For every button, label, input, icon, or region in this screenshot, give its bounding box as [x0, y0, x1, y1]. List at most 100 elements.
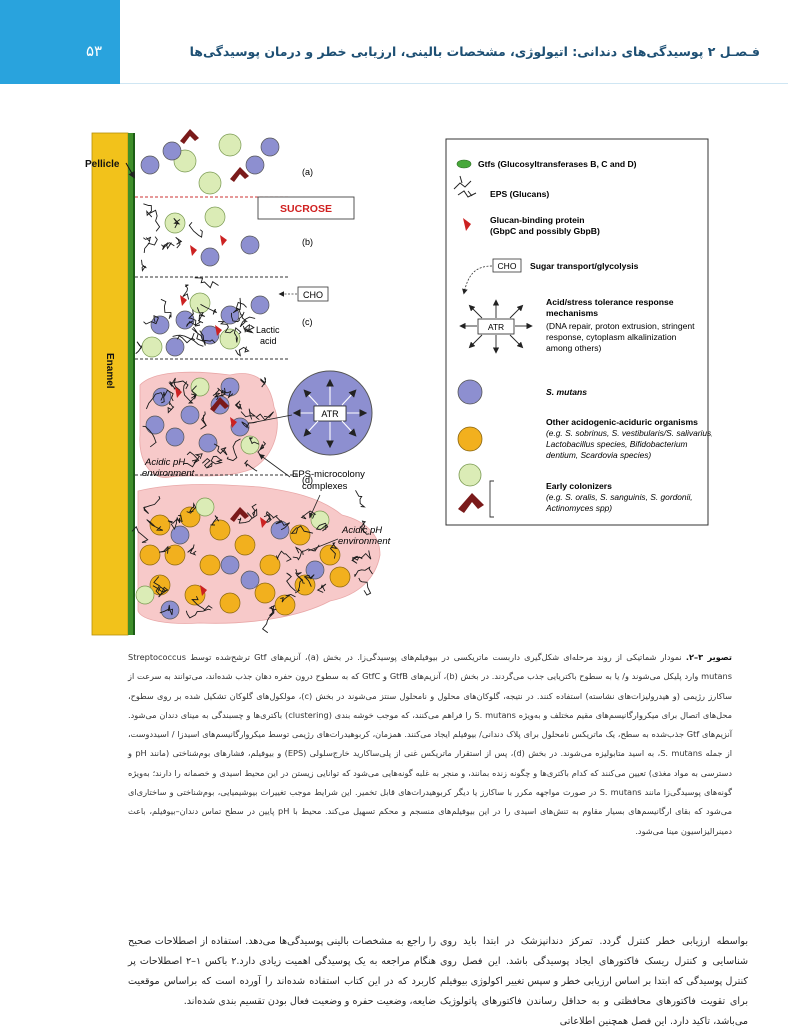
glucan-strand — [232, 307, 248, 323]
glucan-strand — [131, 525, 149, 543]
glucan-strand — [188, 221, 203, 238]
glucan-strand — [329, 542, 338, 559]
early-colonizer-cell — [310, 510, 330, 530]
svg-text:Lactobacillus species, Bifidob: Lactobacillus species, Bifidobacterium — [546, 439, 688, 449]
glucan-binding-protein-mark — [200, 585, 207, 596]
glucan-strand — [142, 496, 161, 514]
page-tab — [0, 0, 120, 84]
glucan-strand — [145, 392, 165, 410]
glucan-strand — [196, 307, 206, 321]
biofilm-figure: Pellicle Enamel (a) (b) (c) (d) SUCROSE … — [85, 129, 712, 636]
s-mutans-cell — [150, 315, 170, 335]
s-mutans-cell — [162, 141, 182, 161]
s-mutans-cell — [240, 235, 260, 255]
glucan-strand — [190, 385, 197, 400]
glucan-strand — [175, 236, 183, 249]
caption-text: نمودار شماتیکی از روند مرحله‌ای شکل‌گیری… — [128, 652, 733, 836]
glucan-strand — [143, 236, 152, 243]
glucan-strand — [215, 387, 226, 401]
other-acidogenic-cell — [289, 524, 311, 546]
glucan-strand — [354, 566, 373, 577]
other-acidogenic-cell — [319, 544, 341, 566]
glucan-strand — [186, 320, 204, 327]
glucan-strand — [159, 604, 174, 616]
stage-b-label: (b) — [302, 237, 313, 247]
glucan-strand — [173, 217, 181, 229]
glucan-strand — [152, 585, 169, 598]
glucan-strand — [226, 438, 241, 462]
glucan-strand — [235, 297, 247, 311]
glucan-strand — [186, 502, 197, 514]
glucan-strand — [159, 545, 171, 554]
svg-text:Gtfs (Glucosyltransferases B,: Gtfs (Glucosyltransferases B, C and D) — [478, 159, 637, 169]
glucan-strand — [170, 380, 189, 390]
acidic-region-1 — [139, 371, 278, 478]
glucan-strand — [202, 458, 213, 469]
glucan-strand — [260, 377, 267, 388]
enamel-label: Enamel — [104, 353, 115, 389]
cho-label: CHO — [303, 290, 323, 300]
glucan-binding-protein-mark — [175, 387, 182, 398]
other-acidogenic-cell — [254, 582, 276, 604]
glucan-strand — [295, 569, 305, 584]
s-mutans-icon — [457, 379, 483, 405]
glucan-strand — [210, 455, 224, 465]
glucan-strand — [213, 443, 228, 456]
s-mutans-cell — [180, 405, 200, 425]
glucan-strand — [161, 241, 172, 250]
glucan-strand — [286, 572, 297, 592]
svg-text:among others): among others) — [546, 343, 602, 353]
glucan-strand — [301, 544, 320, 556]
glucan-strand — [143, 314, 159, 325]
glucan-strand — [141, 259, 147, 272]
atr-icon — [459, 299, 533, 354]
other-acidogenic-cell — [259, 554, 281, 576]
actinomyces-mark — [230, 167, 249, 182]
early-colonizer-cell — [218, 133, 242, 157]
glucan-strand — [176, 334, 204, 347]
glucan-strand — [242, 323, 251, 333]
glucan-strand — [199, 330, 216, 346]
actinomyces-mark — [210, 397, 229, 412]
early-colonizer-cell — [240, 435, 260, 455]
svg-text:S. mutans: S. mutans — [546, 387, 587, 397]
glucan-strand — [167, 514, 183, 524]
glucan-strand — [352, 550, 372, 560]
cho-box — [297, 286, 329, 302]
glucan-strand — [167, 401, 175, 414]
body-text-right-column: بواسطه ارزیابی خطر کنترل گردد. تمرکز دند… — [440, 936, 748, 1027]
svg-text:Sugar transport/glycolysis: Sugar transport/glycolysis — [530, 261, 639, 271]
other-acidogenic-cell — [329, 566, 351, 588]
glucan-strand — [212, 387, 226, 398]
glucan-strand — [359, 520, 370, 535]
pellicle-layer — [128, 133, 133, 635]
early-colonizer-cell — [204, 206, 226, 228]
early-colonizer-icon — [458, 463, 482, 487]
glucan-strand — [162, 242, 175, 250]
glucan-binding-protein-mark — [220, 235, 227, 246]
eps-glucan-icon — [453, 175, 477, 198]
glucan-strand — [234, 400, 243, 410]
page-number: ۵۳ — [86, 42, 103, 60]
s-mutans-cell — [220, 555, 240, 575]
enamel-layer — [91, 132, 129, 636]
other-acidogenic-cell — [139, 544, 161, 566]
svg-text:Other acidogenic-aciduric orga: Other acidogenic-aciduric organisms — [546, 417, 698, 427]
atr-label: ATR — [321, 409, 339, 419]
stage-c-label: (c) — [302, 317, 313, 327]
other-acidogenic-cell — [294, 574, 316, 596]
glucan-strand — [153, 576, 167, 596]
glucan-strand — [261, 610, 275, 634]
glucan-strand — [300, 510, 317, 520]
other-acidogenic-cell — [234, 534, 256, 556]
glucan-strand — [241, 421, 257, 429]
glucan-strand — [235, 346, 250, 357]
legend-box: Gtfs (Glucosyltransferases B, C and D) E… — [445, 138, 712, 526]
svg-text:(e.g. S. oralis, S. sanguinis,: (e.g. S. oralis, S. sanguinis, S. gordon… — [546, 492, 693, 502]
s-mutans-cell — [165, 337, 185, 357]
glucan-strand — [168, 377, 181, 391]
